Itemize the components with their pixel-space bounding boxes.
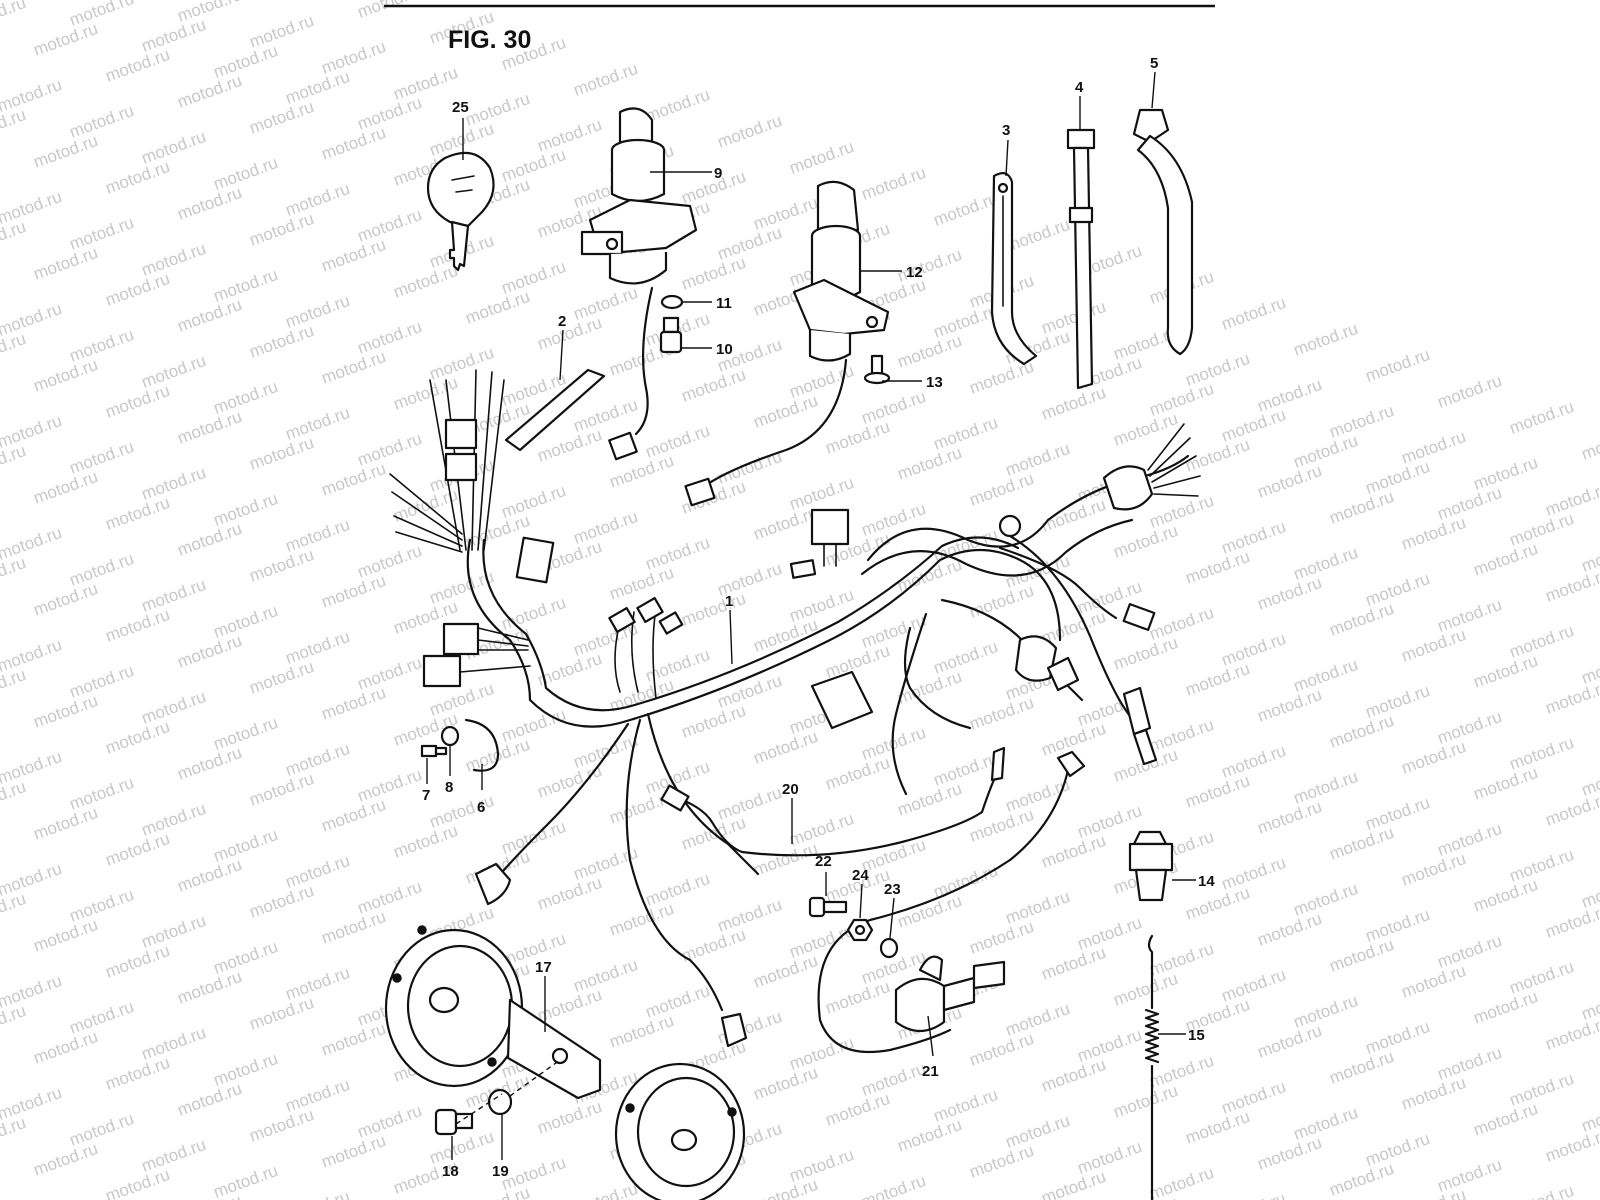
callout-13: 13 (926, 374, 943, 391)
callout-8: 8 (445, 779, 453, 796)
callout-23: 23 (884, 881, 901, 898)
steering-lock-connector (684, 477, 716, 507)
ignition-key-part (426, 151, 495, 272)
callout-7: 7 (422, 787, 430, 804)
callout-11: 11 (716, 295, 732, 312)
leader-lines (426, 71, 1196, 1160)
bolt-18 (434, 1108, 474, 1136)
wire-clamp-3 (990, 171, 1038, 366)
callout-6: 6 (477, 799, 485, 816)
washer-8 (440, 725, 460, 747)
return-spring-15 (1144, 934, 1160, 1200)
callout-1: 1 (725, 593, 733, 610)
sub-harness-20 (670, 760, 1004, 857)
bolt-10 (659, 316, 683, 354)
callout-9: 9 (714, 165, 722, 182)
horn-lower (614, 1062, 746, 1200)
diode-block-2 (504, 368, 606, 452)
horn-bracket-17 (506, 998, 602, 1100)
callout-10: 10 (716, 341, 733, 358)
ignition-switch-part (580, 107, 698, 285)
callout-12: 12 (906, 264, 923, 281)
ignition-switch-connector (608, 431, 638, 461)
horn-17-upper (384, 925, 524, 1088)
callout-21: 21 (922, 1063, 939, 1080)
screw-7 (420, 744, 448, 758)
cable-tie-4 (1066, 128, 1096, 390)
horn-bracket-hole (551, 1047, 569, 1065)
washer-23 (879, 937, 899, 959)
washer-11 (660, 294, 684, 310)
callout-20: 20 (782, 781, 799, 798)
callout-25: 25 (452, 99, 469, 116)
washer-19 (487, 1088, 513, 1116)
callout-4: 4 (1075, 79, 1084, 96)
clip-6 (464, 718, 500, 772)
callout-17: 17 (535, 959, 552, 976)
cable-tie-5 (1132, 108, 1194, 356)
callout-18: 18 (442, 1163, 459, 1180)
callout-15: 15 (1188, 1027, 1205, 1044)
callout-3: 3 (1002, 122, 1010, 139)
main-wiring-harness (466, 423, 1201, 1048)
nut-24 (846, 918, 874, 942)
callout-19: 19 (492, 1163, 509, 1180)
bolt-22 (808, 896, 848, 918)
figure-title: FIG. 30 (448, 26, 531, 54)
sub-harness-connector-left (660, 784, 690, 812)
sub-harness-connector-right (990, 746, 1006, 782)
callout-22: 22 (815, 853, 832, 870)
pressure-switch-21 (894, 955, 1006, 1033)
left-connector-bundle (389, 369, 555, 688)
brake-light-switch-14 (1128, 830, 1174, 902)
ignition-switch-lead (634, 286, 654, 436)
callout-14: 14 (1198, 873, 1215, 890)
screw-13 (863, 354, 891, 385)
callout-24: 24 (852, 867, 869, 884)
callout-2: 2 (558, 313, 566, 330)
switch-21-connector (1056, 750, 1086, 778)
steering-lock-lead (700, 358, 848, 490)
callout-5: 5 (1150, 55, 1158, 72)
steering-lock-part (792, 180, 890, 362)
